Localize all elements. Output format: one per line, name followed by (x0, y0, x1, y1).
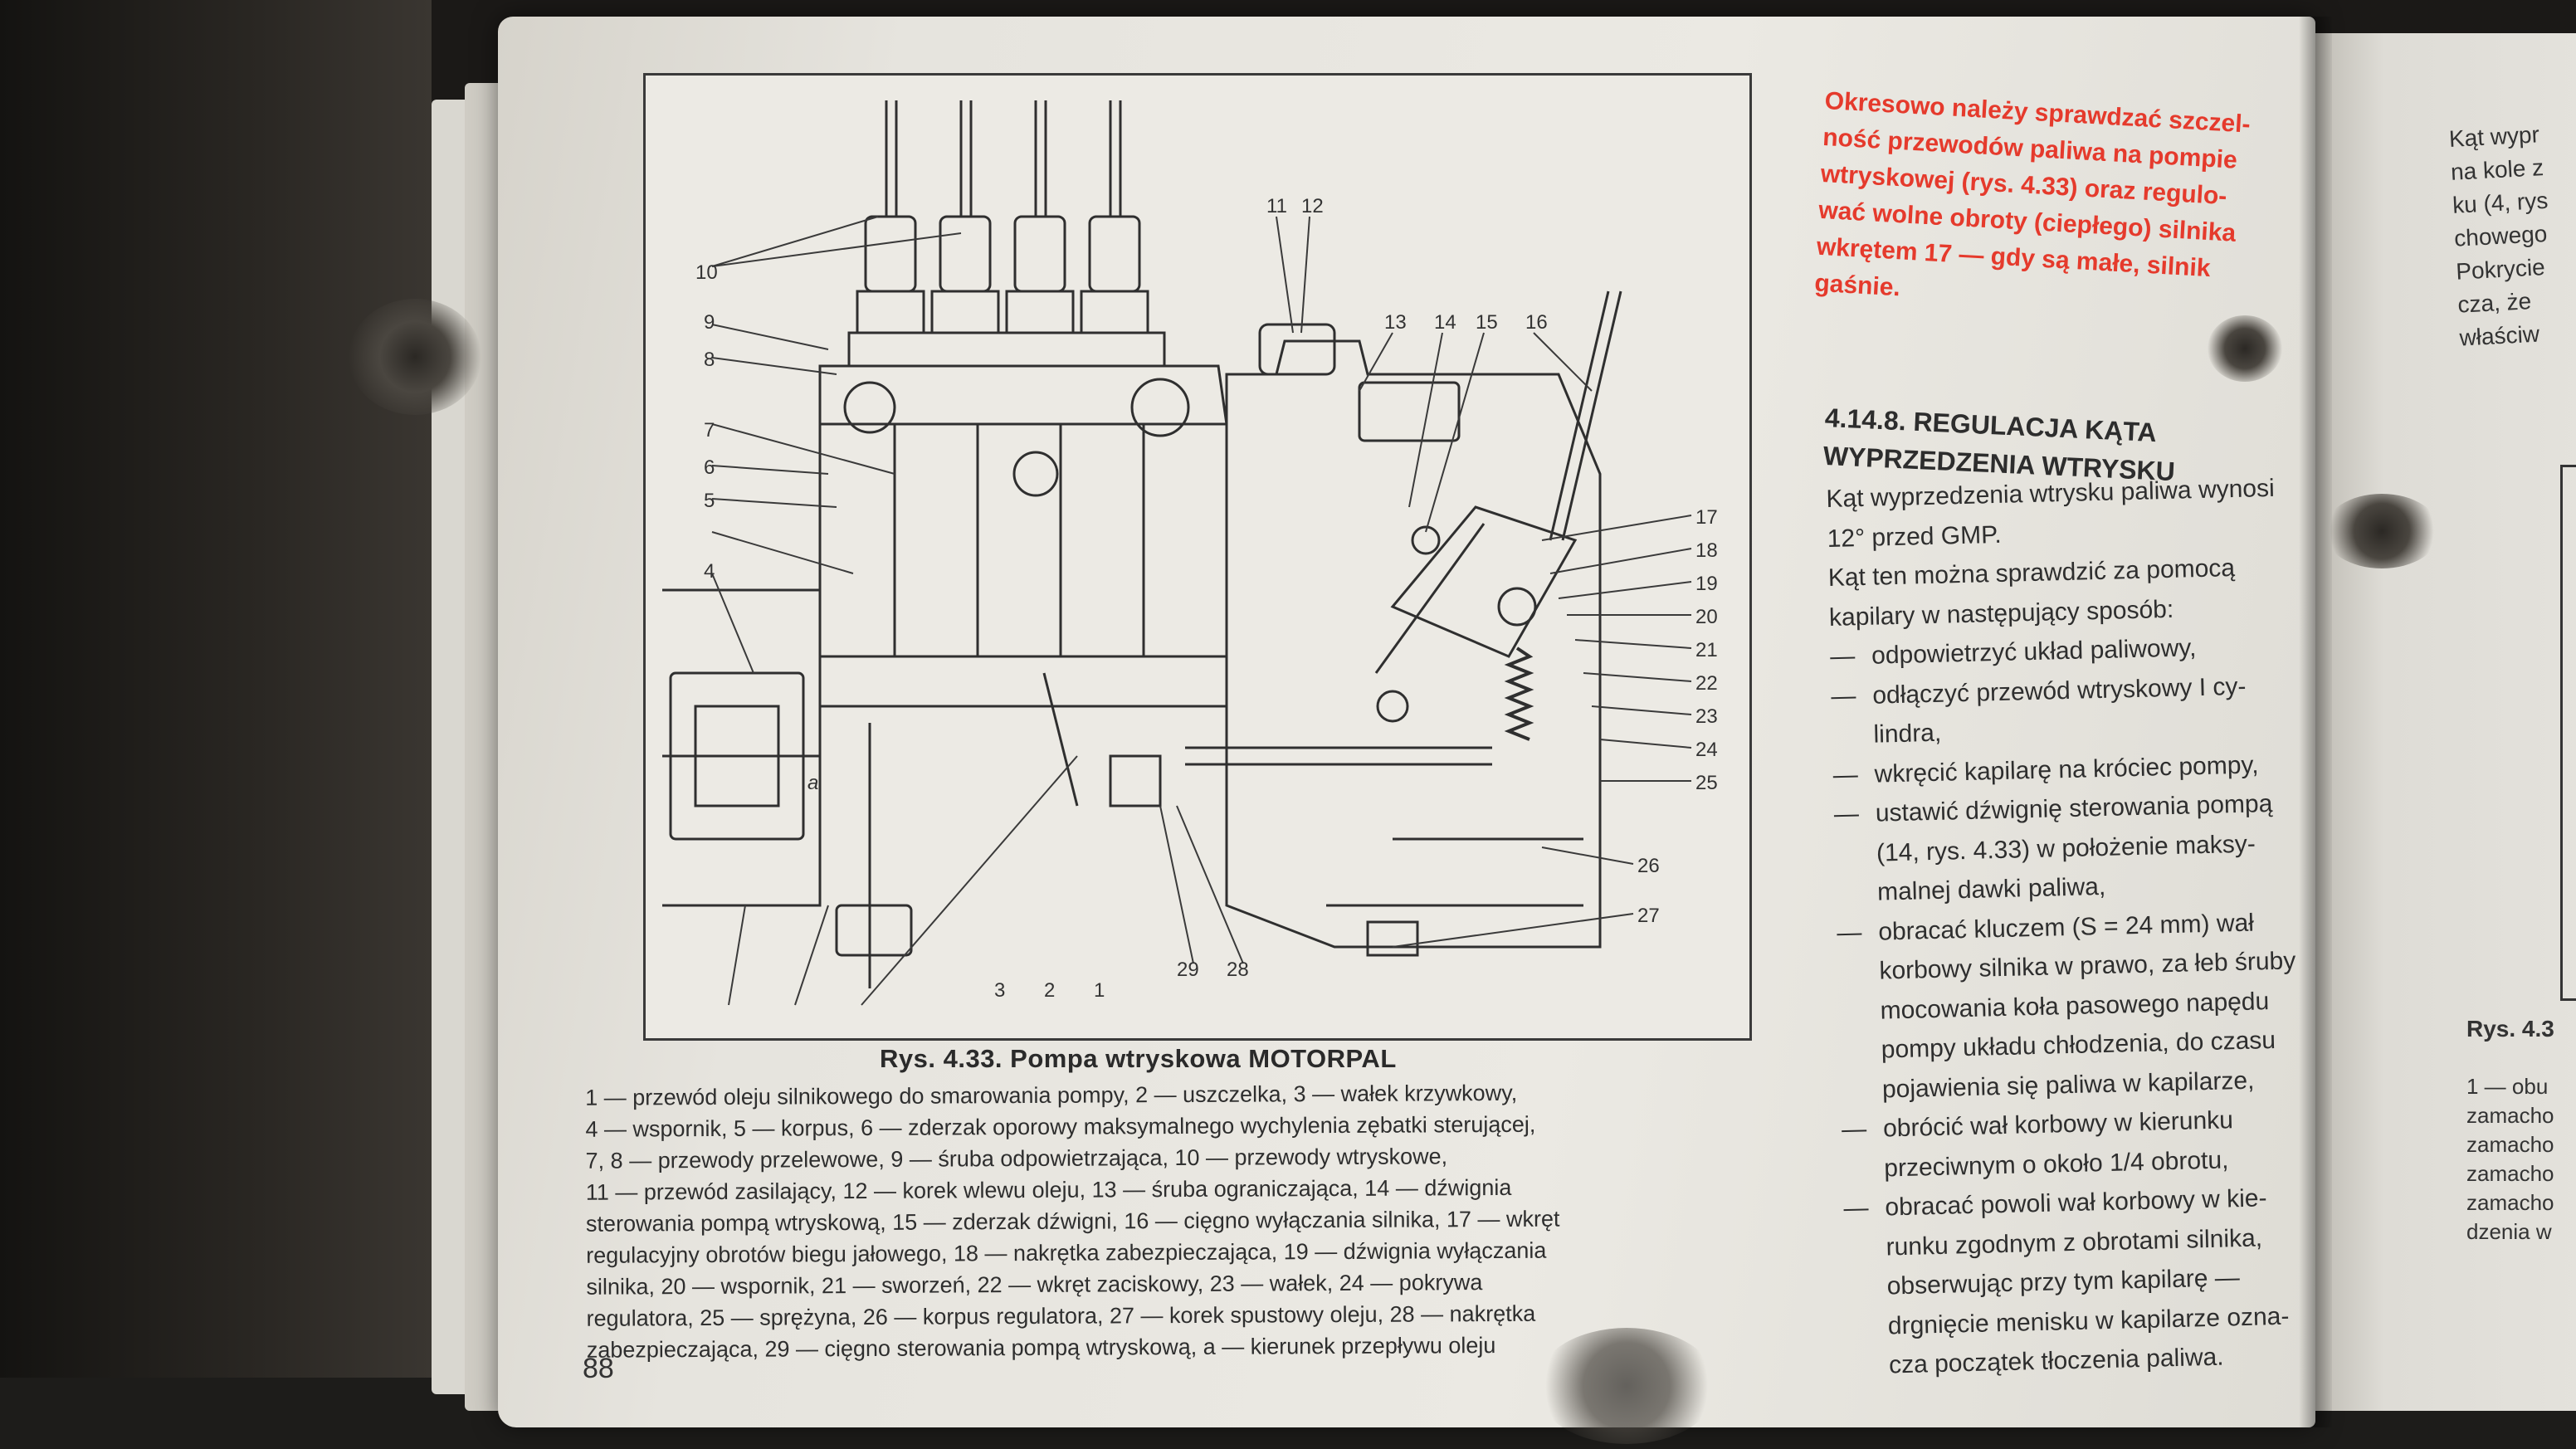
callout-label: a (807, 772, 818, 794)
callout-label: 18 (1695, 539, 1718, 562)
callout-label: 9 (704, 311, 715, 334)
body-line-text: obserwując przy tym kapilarę — (1886, 1264, 2241, 1300)
body-line-text: pojawienia się paliwa w kapilarze, (1881, 1066, 2255, 1104)
right-page-legend-line: dzenia w (2466, 1219, 2552, 1244)
body-line-text: malnej dawki paliwa, (1876, 872, 2106, 906)
callout-label: 8 (704, 349, 715, 371)
right-page-legend-line: zamacho (2466, 1161, 2554, 1186)
list-dash: — (1829, 642, 1856, 671)
right-page-line: ku (4, rys (2452, 187, 2549, 218)
callout-label: 7 (704, 419, 715, 442)
callout-label: 12 (1301, 195, 1324, 217)
right-page-legend: 1 — obu zamacho zamacho zamacho zamacho … (2466, 1072, 2554, 1247)
body-line-text: odłączyć przewód wtryskowy I cy- (1871, 672, 2247, 710)
list-dash: — (1833, 800, 1860, 828)
list-dash: — (1836, 918, 1862, 947)
right-page-line: na kole z (2450, 154, 2544, 185)
body-line-text: lindra, (1873, 719, 1942, 749)
list-dash: — (1832, 760, 1859, 789)
callout-label: 11 (1266, 195, 1287, 217)
figure-caption-title: Rys. 4.33. Pompa wtryskowa MOTORPAL (880, 1044, 1397, 1073)
right-page-line: chowego (2453, 220, 2549, 251)
right-page-line: właściw (2458, 320, 2540, 351)
right-page-legend-line: zamacho (2466, 1190, 2554, 1215)
right-page-text: Kąt wypr na kole z ku (4, rys chowego Po… (2448, 118, 2556, 355)
right-page-line: Kąt wypr (2448, 121, 2540, 152)
book-gutter (2299, 17, 2332, 1427)
body-line-text: Kąt wyprzedzenia wtrysku paliwa wynosi (1826, 474, 2276, 513)
callout-label: 5 (704, 490, 715, 512)
callout-label: 25 (1695, 772, 1718, 794)
body-line-text: runku zgodnym z obrotami silnika, (1886, 1223, 2263, 1261)
body-line-text: przeciwnym o około 1/4 obrotu, (1883, 1145, 2229, 1183)
body-line-text: cza początek tłoczenia paliwa. (1888, 1343, 2224, 1379)
callout-label: 19 (1695, 573, 1718, 595)
right-page-caption: Rys. 4.3 (2466, 1016, 2554, 1042)
callout-label: 16 (1525, 311, 1548, 334)
callout-label: 26 (1637, 855, 1660, 877)
body-line-text: obracać kluczem (S = 24 mm) wał (1877, 909, 2255, 946)
governor-housing (1225, 339, 1602, 949)
ink-smudge (349, 299, 481, 415)
page-number: 88 (583, 1353, 614, 1384)
callout-label: 27 (1637, 905, 1660, 927)
callout-label: 22 (1695, 672, 1718, 695)
right-page-figure-frame (2560, 465, 2576, 1001)
body-line-text: Kąt ten można sprawdzić za pomocą (1827, 554, 2236, 592)
callout-label: 15 (1476, 311, 1498, 334)
list-dash: — (1841, 1115, 1867, 1144)
body-line-text: odpowietrzyć układ paliwowy, (1871, 634, 2197, 670)
list-dash: — (1843, 1194, 1869, 1222)
warning-note: Okresowo należy sprawdzać szczel- ność p… (1813, 83, 2290, 328)
leader-lines (711, 216, 1692, 1006)
right-page-line: cza, że (2456, 288, 2532, 318)
body-line-text: obracać powoli wał korbowy w kie- (1885, 1184, 2267, 1222)
ink-smudge (2324, 494, 2440, 568)
list-dash: — (1830, 681, 1856, 710)
body-line-text: mocowania koła pasowego napędu (1880, 987, 2270, 1025)
background-left (0, 0, 432, 1449)
body-line-text: (14, rys. 4.33) w położenie maksy- (1876, 829, 2256, 867)
callout-label: 29 (1177, 959, 1199, 981)
callout-label: 24 (1695, 739, 1718, 761)
callout-label: 20 (1695, 606, 1718, 628)
body-line-text: kapilary w następujący sposób: (1828, 595, 2174, 632)
body-line-text: wkręcić kapilarę na króciec pompy, (1874, 750, 2259, 788)
right-page-line: Pokrycie (2455, 254, 2546, 285)
callout-label: 13 (1384, 311, 1407, 334)
callout-label: 4 (704, 560, 715, 583)
right-page-legend-line: 1 — obu (2466, 1074, 2549, 1099)
pump-diagram: 1 2 3 4 5 6 7 8 9 10 11 12 13 14 15 16 1… (662, 100, 1718, 1006)
callout-label: 6 (704, 456, 715, 479)
section-body: Kąt wyprzedzenia wtrysku paliwa wynosi 12… (1826, 468, 2313, 1386)
ink-smudge (2208, 315, 2282, 382)
right-page-legend-line: zamacho (2466, 1132, 2554, 1157)
body-line-text: 12° przed GMP. (1827, 520, 2002, 553)
body-line-text: pompy układu chłodzenia, do czasu (1881, 1026, 2276, 1064)
callout-label: 28 (1227, 959, 1249, 981)
callout-label: 2 (1044, 979, 1055, 1002)
injection-pipe (885, 100, 1122, 217)
callout-label: 14 (1434, 311, 1456, 334)
pump-diagram-figure: 1 2 3 4 5 6 7 8 9 10 11 12 13 14 15 16 1… (643, 73, 1752, 1041)
callout-label: 23 (1695, 705, 1718, 728)
body-line-text: drgnięcie menisku w kapilarze ozna- (1887, 1302, 2290, 1339)
figure-legend: 1 — przewód oleju silnikowego do smarowa… (585, 1076, 1782, 1366)
callout-label: 3 (994, 979, 1005, 1002)
callout-label: 21 (1695, 639, 1718, 661)
callout-label: 10 (695, 261, 718, 284)
callout-label: 17 (1695, 506, 1718, 529)
callout-label: 1 (1094, 979, 1105, 1002)
book-page-right (2315, 33, 2576, 1411)
legend-line: zabezpieczająca, 29 — cięgno sterowania … (586, 1333, 1496, 1363)
body-line-text: obrócić wał korbowy w kierunku (1882, 1106, 2234, 1143)
ink-smudge (1535, 1328, 1718, 1444)
body-line-text: korbowy silnika w prawo, za łeb śruby (1879, 947, 2296, 985)
right-page-legend-line: zamacho (2466, 1103, 2554, 1128)
body-line-text: ustawić dźwignię sterowania pompą (1875, 789, 2273, 827)
